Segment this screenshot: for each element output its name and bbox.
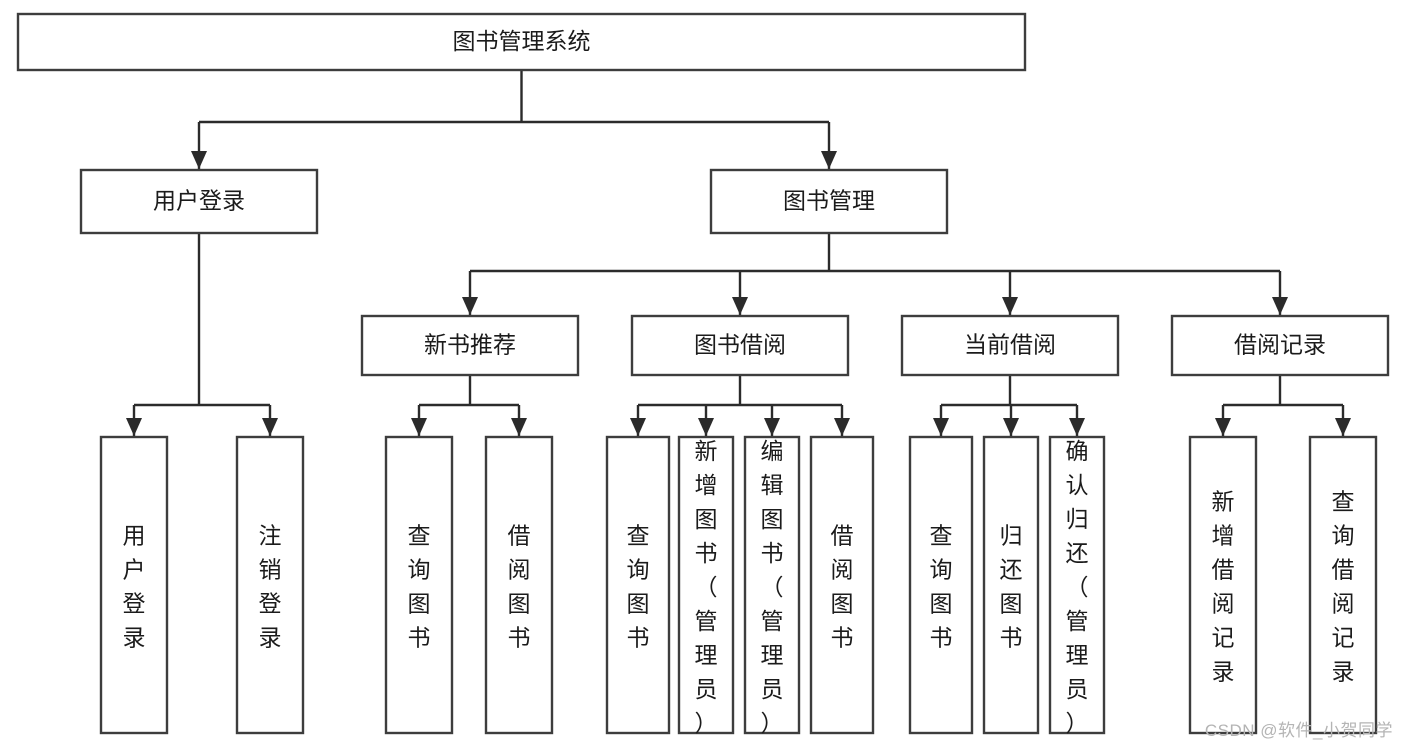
node-leaf-6-rect — [743, 435, 801, 735]
node-level3-2[interactable]: 当前借阅 — [900, 314, 1120, 377]
node-leaf-3-label: 借阅图书 — [508, 523, 531, 651]
node-level3-0-label: 新书推荐 — [424, 332, 516, 358]
node-leaf-4-rect — [605, 435, 671, 735]
node-level2-1-label: 图书管理 — [783, 188, 875, 214]
node-leaf-5-label: 新增图书（管理员） — [695, 438, 718, 736]
node-level2-0[interactable]: 用户登录 — [79, 168, 319, 235]
node-leaf-8-rect — [908, 435, 974, 735]
node-leaf-4[interactable]: 查询图书 — [605, 435, 671, 735]
node-leaf-4-label: 查询图书 — [627, 523, 650, 651]
node-leaf-0-label: 用户登录 — [123, 523, 146, 651]
arrow-head-icon — [1002, 297, 1018, 315]
arrow-head-icon — [764, 418, 780, 436]
node-leaf-8-label: 查询图书 — [930, 523, 953, 651]
node-level3-3[interactable]: 借阅记录 — [1170, 314, 1390, 377]
csdn-watermark: CSDN @软件_小贺同学 — [1204, 721, 1393, 740]
arrow-head-icon — [511, 418, 527, 436]
node-level3-1-rect — [630, 314, 850, 377]
arrow-head-icon — [630, 418, 646, 436]
node-level2-1-rect — [709, 168, 949, 235]
node-leaf-1-label: 注销登录 — [259, 523, 282, 651]
node-leaf-12-label: 查询借阅记录 — [1332, 489, 1355, 685]
node-leaf-5[interactable]: 新增图书（管理员） — [677, 435, 735, 736]
node-leaf-9-rect — [982, 435, 1040, 735]
node-leaf-11[interactable]: 新增借阅记录 — [1188, 435, 1258, 735]
node-leaf-2[interactable]: 查询图书 — [384, 435, 454, 735]
node-leaf-0-rect — [99, 435, 169, 735]
node-root-label: 图书管理系统 — [453, 28, 591, 54]
node-level2-0-rect — [79, 168, 319, 235]
node-leaf-7-rect — [809, 435, 875, 735]
arrow-head-icon — [821, 151, 837, 169]
arrow-head-icon — [698, 418, 714, 436]
node-level3-0-rect — [360, 314, 580, 377]
node-level3-0[interactable]: 新书推荐 — [360, 314, 580, 377]
arrow-head-icon — [126, 418, 142, 436]
node-level3-3-label: 借阅记录 — [1234, 332, 1326, 358]
node-layer: 图书管理系统用户登录图书管理新书推荐图书借阅当前借阅借阅记录用户登录注销登录查询… — [16, 12, 1390, 736]
node-leaf-3-rect — [484, 435, 554, 735]
node-leaf-9[interactable]: 归还图书 — [982, 435, 1040, 735]
arrow-head-icon — [262, 418, 278, 436]
node-level2-1[interactable]: 图书管理 — [709, 168, 949, 235]
node-level3-2-label: 当前借阅 — [964, 332, 1056, 358]
node-leaf-7[interactable]: 借阅图书 — [809, 435, 875, 735]
node-leaf-2-rect — [384, 435, 454, 735]
node-leaf-1-rect — [235, 435, 305, 735]
arrow-head-icon — [1272, 297, 1288, 315]
node-leaf-10-label: 确认归还（管理员） — [1066, 438, 1089, 736]
node-leaf-6[interactable]: 编辑图书（管理员） — [743, 435, 801, 736]
arrow-head-icon — [462, 297, 478, 315]
node-leaf-11-rect — [1188, 435, 1258, 735]
node-level2-0-label: 用户登录 — [153, 188, 245, 214]
node-leaf-8[interactable]: 查询图书 — [908, 435, 974, 735]
arrow-head-icon — [1069, 418, 1085, 436]
node-root-rect — [16, 12, 1027, 72]
arrow-head-icon — [933, 418, 949, 436]
node-leaf-12-rect — [1308, 435, 1378, 735]
node-leaf-7-label: 借阅图书 — [831, 523, 854, 651]
node-leaf-9-label: 归还图书 — [1000, 523, 1023, 651]
node-level3-3-rect — [1170, 314, 1390, 377]
arrow-head-icon — [1215, 418, 1231, 436]
node-leaf-3[interactable]: 借阅图书 — [484, 435, 554, 735]
node-root[interactable]: 图书管理系统 — [16, 12, 1027, 72]
arrow-head-icon — [411, 418, 427, 436]
node-leaf-5-rect — [677, 435, 735, 735]
node-level3-1[interactable]: 图书借阅 — [630, 314, 850, 377]
node-level3-2-rect — [900, 314, 1120, 377]
node-leaf-10-rect — [1048, 435, 1106, 735]
node-leaf-11-label: 新增借阅记录 — [1212, 489, 1235, 685]
node-leaf-0[interactable]: 用户登录 — [99, 435, 169, 735]
node-leaf-10[interactable]: 确认归还（管理员） — [1048, 435, 1106, 736]
node-leaf-2-label: 查询图书 — [408, 523, 431, 651]
connector-layer — [126, 70, 1351, 436]
node-level3-1-label: 图书借阅 — [694, 332, 786, 358]
node-leaf-6-label: 编辑图书（管理员） — [761, 438, 784, 736]
arrow-head-icon — [732, 297, 748, 315]
node-leaf-12[interactable]: 查询借阅记录 — [1308, 435, 1378, 735]
arrow-head-icon — [834, 418, 850, 436]
arrow-head-icon — [1335, 418, 1351, 436]
arrow-head-icon — [1003, 418, 1019, 436]
arrow-head-icon — [191, 151, 207, 169]
node-leaf-1[interactable]: 注销登录 — [235, 435, 305, 735]
